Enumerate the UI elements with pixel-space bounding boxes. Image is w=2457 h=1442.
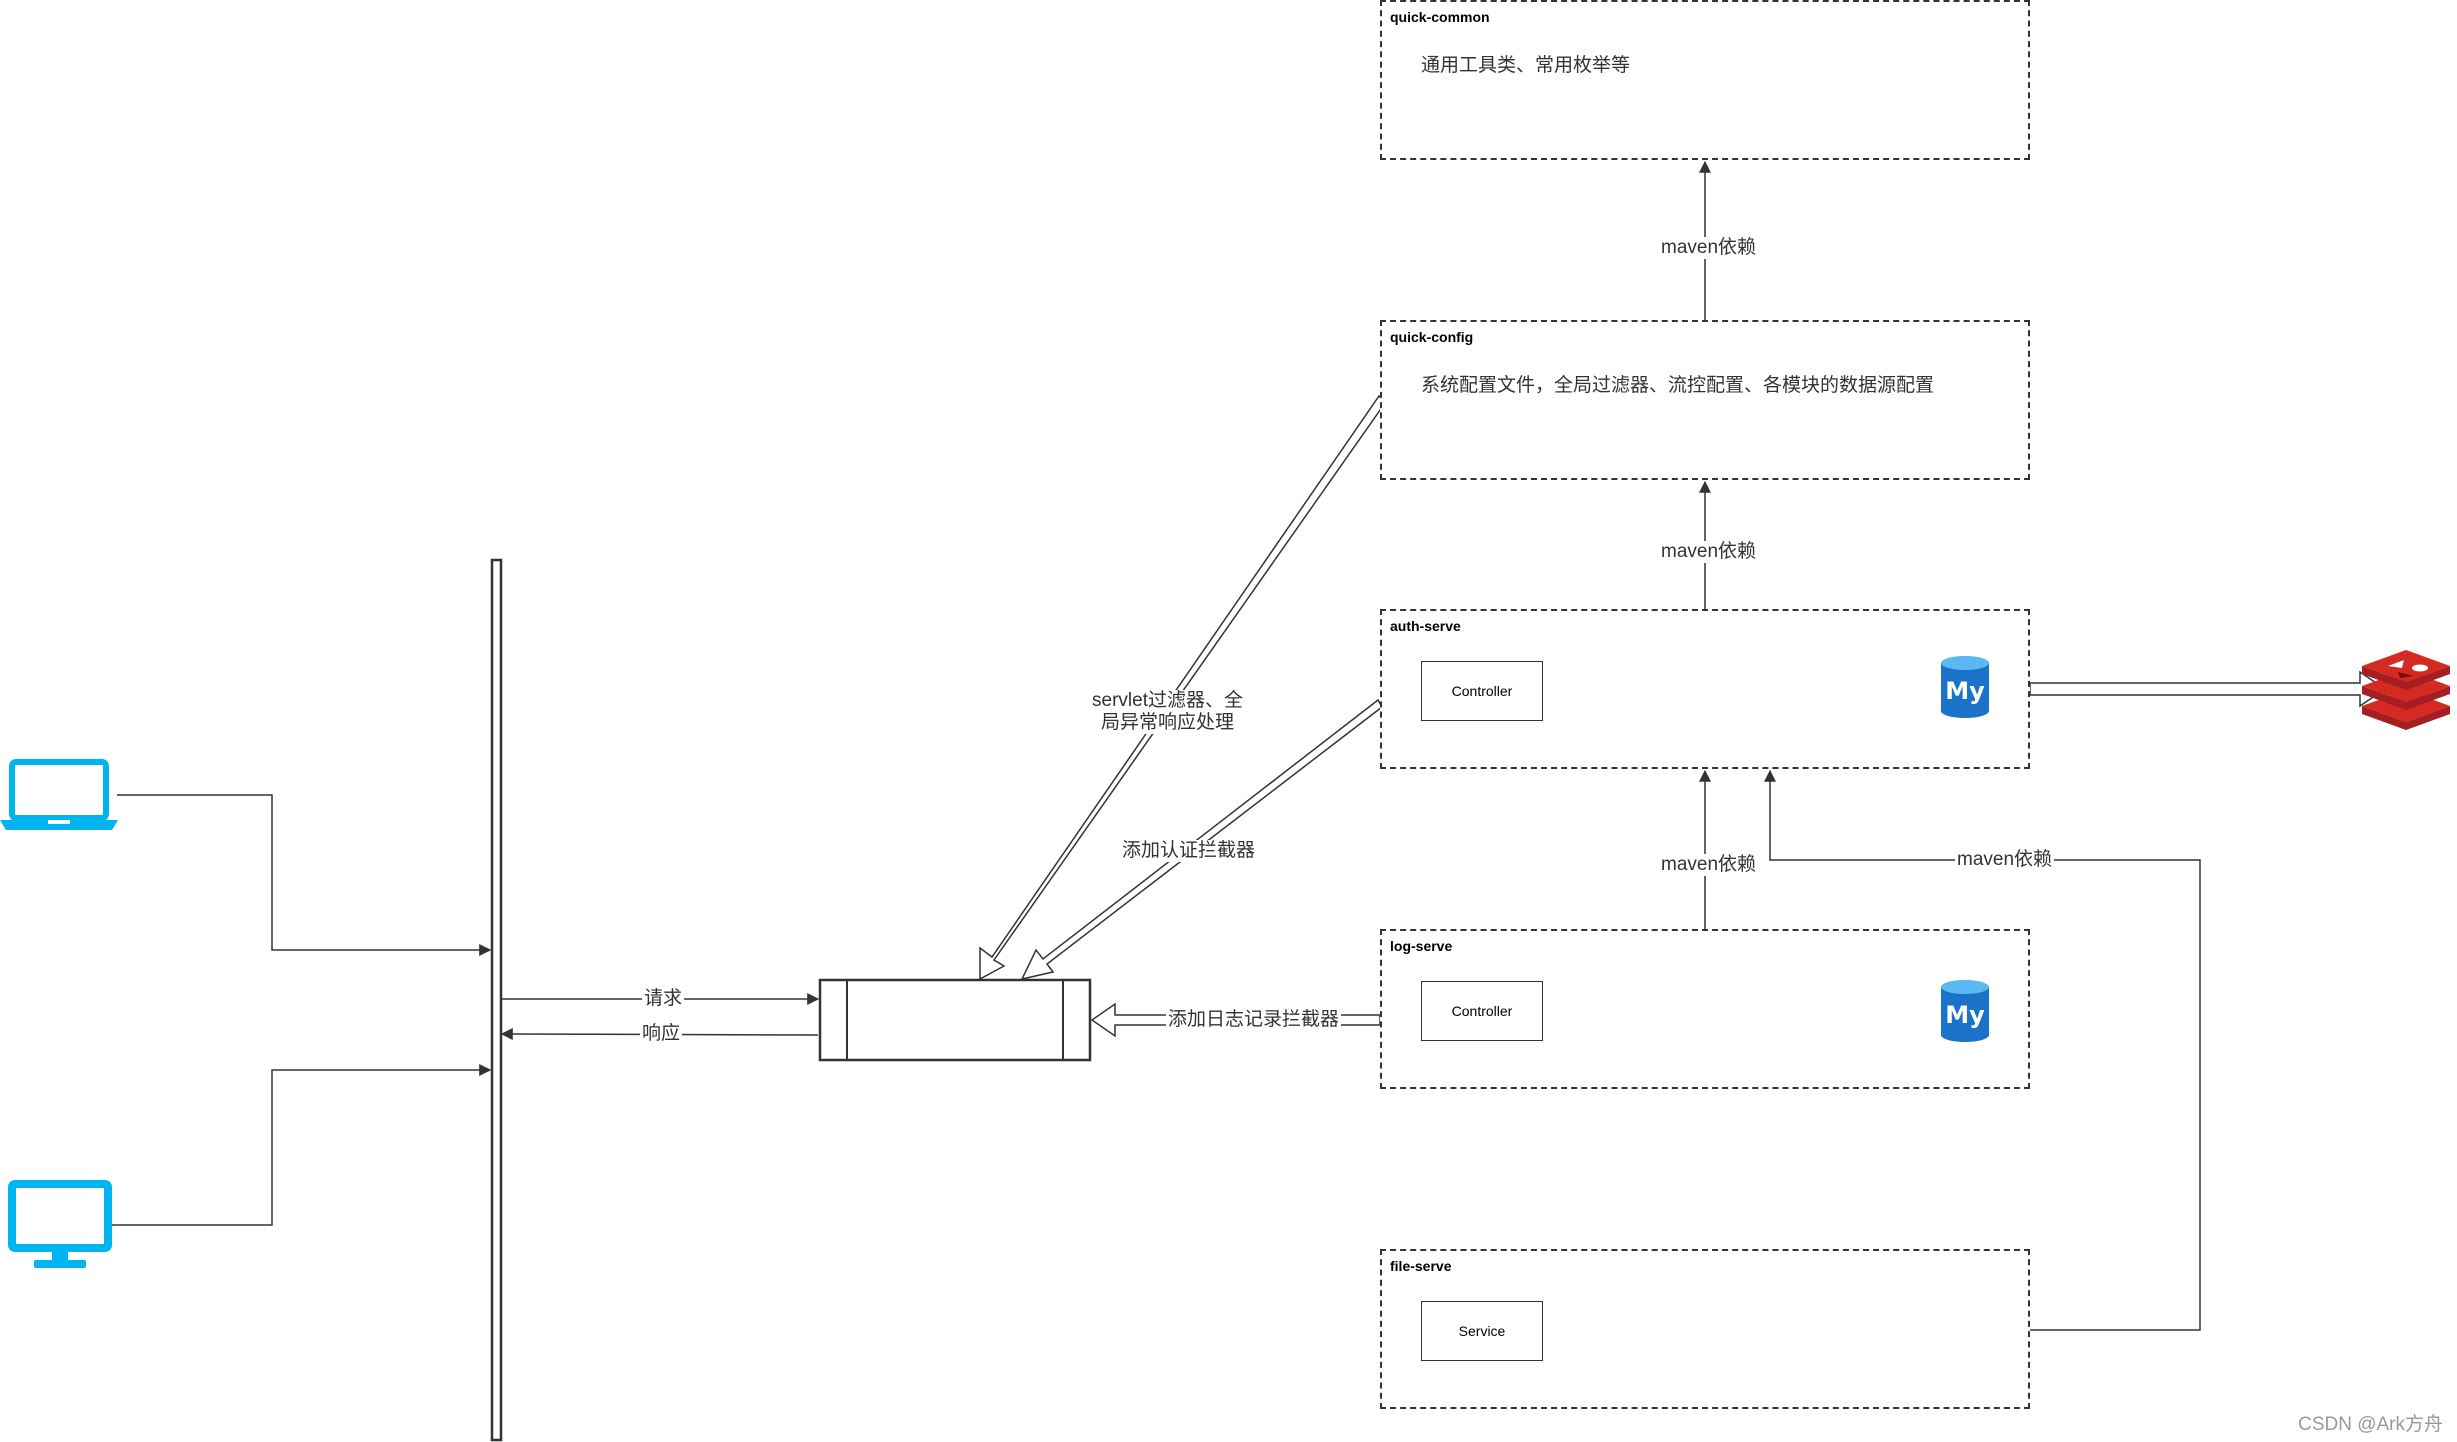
auth-interceptor-label: 添加认证拦截器 — [1120, 840, 1258, 862]
maven-dependency-label: maven依赖 — [1659, 541, 1759, 563]
auth-interceptor-hollow-arrow — [1020, 698, 1383, 981]
module-title: quick-common — [1390, 9, 1490, 25]
mysql-database-icon: My — [1941, 980, 1989, 1042]
redis-icon — [2362, 650, 2450, 730]
interceptor-chain-box — [818, 978, 1092, 1062]
svg-text:My: My — [1945, 1001, 1985, 1029]
svg-text:My: My — [1945, 677, 1985, 705]
service-box: Service — [1421, 1301, 1543, 1361]
maven-dependency-label: maven依赖 — [1955, 849, 2055, 871]
servlet-filter-label: servlet过滤器、全局异常响应处理 — [1088, 690, 1247, 734]
module-auth-serve: auth-serve Controller My — [1380, 609, 2030, 769]
watermark: CSDN @Ark方舟 — [2298, 1414, 2443, 1435]
module-quick-config: quick-config 系统配置文件，全局过滤器、流控配置、各模块的数据源配置 — [1380, 320, 2030, 480]
desktop-connector — [110, 1064, 492, 1226]
controller-box: Controller — [1421, 981, 1543, 1041]
servlet-filter-hollow-arrow — [979, 394, 1386, 981]
module-title: file-serve — [1390, 1258, 1452, 1274]
laptop-icon — [0, 759, 118, 830]
controller-box: Controller — [1421, 661, 1543, 721]
maven-dependency-label: maven依赖 — [1659, 237, 1759, 259]
file-to-auth-arrow — [1764, 769, 2201, 1331]
gateway-bar — [490, 558, 503, 1442]
desktop-monitor-icon — [8, 1180, 112, 1268]
log-interceptor-label: 添加日志记录拦截器 — [1166, 1009, 1342, 1031]
module-description: 通用工具类、常用枚举等 — [1421, 55, 1631, 76]
module-title: quick-config — [1390, 329, 1474, 345]
maven-dependency-label: maven依赖 — [1659, 854, 1759, 876]
mysql-database-icon: My — [1941, 656, 1989, 718]
module-log-serve: log-serve Controller My — [1380, 929, 2030, 1089]
laptop-connector — [117, 794, 492, 956]
module-description: 系统配置文件，全局过滤器、流控配置、各模块的数据源配置 — [1421, 375, 1935, 396]
auth-to-redis-hollow-arrow — [2029, 670, 2387, 708]
response-label: 响应 — [640, 1023, 683, 1045]
module-file-serve: file-serve Service — [1380, 1249, 2030, 1409]
module-title: auth-serve — [1390, 618, 1461, 634]
request-label: 请求 — [642, 988, 685, 1010]
module-title: log-serve — [1390, 938, 1453, 954]
module-quick-common: quick-common 通用工具类、常用枚举等 — [1380, 0, 2030, 160]
